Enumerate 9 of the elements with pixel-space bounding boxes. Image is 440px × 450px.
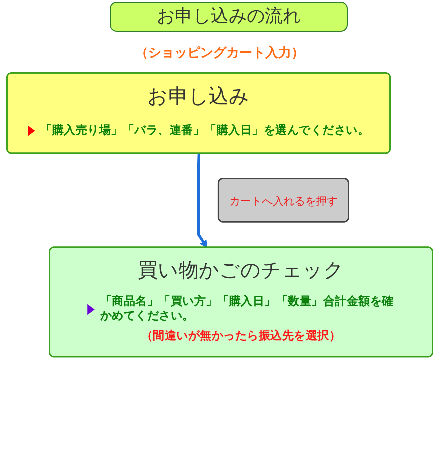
button-label: カートへ入れるを押す	[229, 194, 338, 210]
note-text: （間違いが無かったら振込先を選択）	[141, 328, 342, 346]
arrow	[197, 154, 208, 248]
instruction-text: 「商品名」「買い方」「購入日」「数量」合計金額を確かめてください。	[100, 295, 395, 324]
node-heading: お申し込み	[146, 84, 251, 110]
title-banner: お申し込みの流れ	[110, 2, 348, 32]
instruction-text: 「購入売り場」「バラ、連番」「購入日」を選んでください。	[40, 124, 370, 138]
node-heading: 買い物かごのチェック	[137, 259, 346, 285]
node-caption: （ショッピングカート入力）	[136, 46, 304, 61]
